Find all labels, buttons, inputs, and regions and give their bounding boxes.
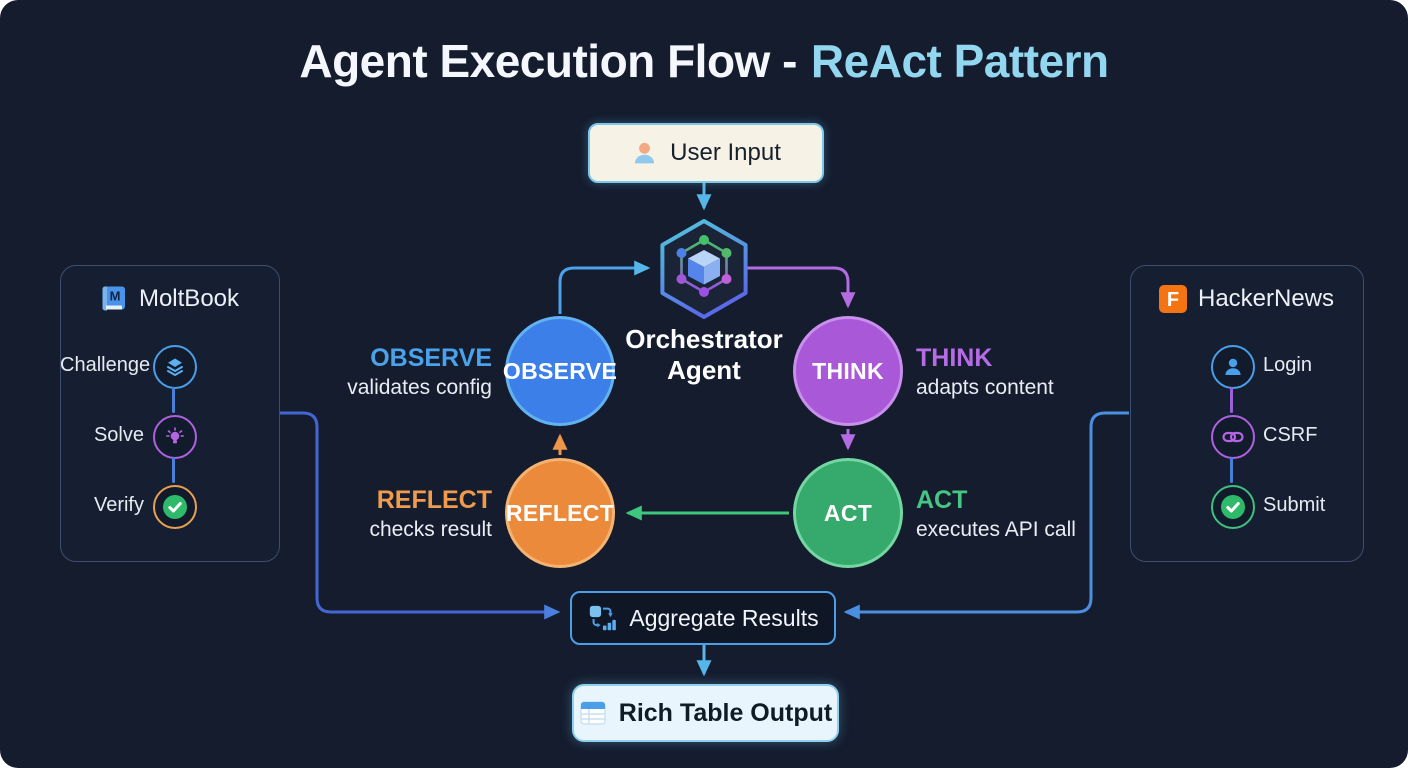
hackernews-step-circle-submit	[1211, 485, 1255, 529]
reflect-annotation: REFLECT checks result	[290, 486, 492, 542]
moltbook-step-label-verify: Verify	[93, 494, 144, 516]
arrow-orchestrator-to-think	[747, 266, 856, 309]
observe-annotation: OBSERVE validates config	[290, 344, 492, 400]
table-icon	[580, 701, 606, 725]
moltbook-step-label-challenge: Challenge	[60, 354, 151, 376]
page-title-main: Agent Execution Flow -	[299, 35, 797, 87]
aggregate-results-node: Aggregate Results	[570, 591, 836, 645]
hackernews-step-label-login: Login	[1263, 354, 1312, 376]
observe-annotation-desc: validates config	[347, 376, 492, 399]
orchestrator-line1: Orchestrator	[625, 324, 783, 354]
reflect-circle-label: REFLECT	[505, 499, 615, 526]
moltbook-panel-title: M MoltBook	[60, 284, 278, 314]
observe-stage-circle: OBSERVE	[502, 316, 618, 426]
think-annotation: THINK adapts content	[916, 344, 1146, 400]
act-annotation-title: ACT	[916, 486, 968, 514]
check-circle-icon	[163, 495, 187, 519]
act-circle-label: ACT	[823, 499, 873, 526]
think-stage-circle: THINK	[793, 316, 903, 426]
orchestrator-line2: Agent	[667, 354, 741, 385]
observe-annotation-title: OBSERVE	[370, 344, 492, 372]
moltbook-step-circle-verify	[153, 485, 197, 529]
hackernews-step-circle-csrf	[1211, 415, 1255, 459]
act-annotation-desc: executes API call	[916, 518, 1076, 541]
act-annotation: ACT executes API call	[916, 486, 1146, 542]
hackernews-panel-title: F HackerNews	[1130, 284, 1362, 314]
user-input-node: User Input	[588, 123, 824, 183]
orchestrator-agent-label: Orchestrator Agent	[584, 324, 824, 385]
arrow-observe-to-orchestrator	[558, 260, 651, 314]
reflect-annotation-title: REFLECT	[376, 486, 492, 514]
layers-icon	[167, 358, 183, 376]
think-circle-label: THINK	[812, 357, 884, 384]
svg-text:F: F	[1167, 289, 1179, 311]
moltbook-step-circle-solve	[153, 415, 197, 459]
user-icon	[1225, 358, 1241, 375]
moltbook-title-label: MoltBook	[138, 285, 240, 312]
hackernews-connector-2	[1230, 457, 1233, 483]
page-title-accent: ReAct Pattern	[810, 35, 1109, 87]
orchestrator-hexagon-icon	[660, 219, 748, 319]
moltbook-step-circle-challenge	[153, 345, 197, 389]
hackernews-step-label-submit: Submit	[1263, 494, 1326, 516]
hackernews-title-label: HackerNews	[1197, 285, 1335, 312]
check-circle-icon	[1221, 495, 1245, 519]
hackernews-f-icon: F	[1158, 285, 1187, 313]
hackernews-step-label-csrf: CSRF	[1263, 424, 1318, 446]
link-icon	[1222, 431, 1244, 443]
moltbook-connector-1	[172, 387, 175, 413]
rich-table-output-node: Rich Table Output	[572, 684, 839, 742]
observe-circle-label: OBSERVE	[502, 357, 618, 384]
reflect-annotation-desc: checks result	[369, 518, 492, 541]
page-title: Agent Execution Flow - ReAct Pattern	[0, 34, 1408, 88]
lightbulb-icon	[165, 427, 185, 444]
user-input-label: User Input	[670, 139, 781, 166]
moltbook-connector-2	[172, 457, 175, 483]
aggregate-icon	[590, 605, 617, 631]
aggregate-results-label: Aggregate Results	[629, 604, 819, 631]
person-icon	[635, 142, 655, 163]
hackernews-connector-1	[1230, 387, 1233, 413]
book-icon: M	[102, 286, 125, 311]
act-stage-circle: ACT	[793, 458, 903, 568]
think-annotation-desc: adapts content	[916, 376, 1054, 399]
moltbook-step-label-solve: Solve	[93, 424, 144, 446]
hackernews-step-circle-login	[1211, 345, 1255, 389]
reflect-stage-circle: REFLECT	[505, 458, 615, 568]
svg-text:M: M	[110, 289, 121, 304]
think-annotation-title: THINK	[916, 344, 993, 372]
rich-table-output-label: Rich Table Output	[618, 698, 833, 727]
